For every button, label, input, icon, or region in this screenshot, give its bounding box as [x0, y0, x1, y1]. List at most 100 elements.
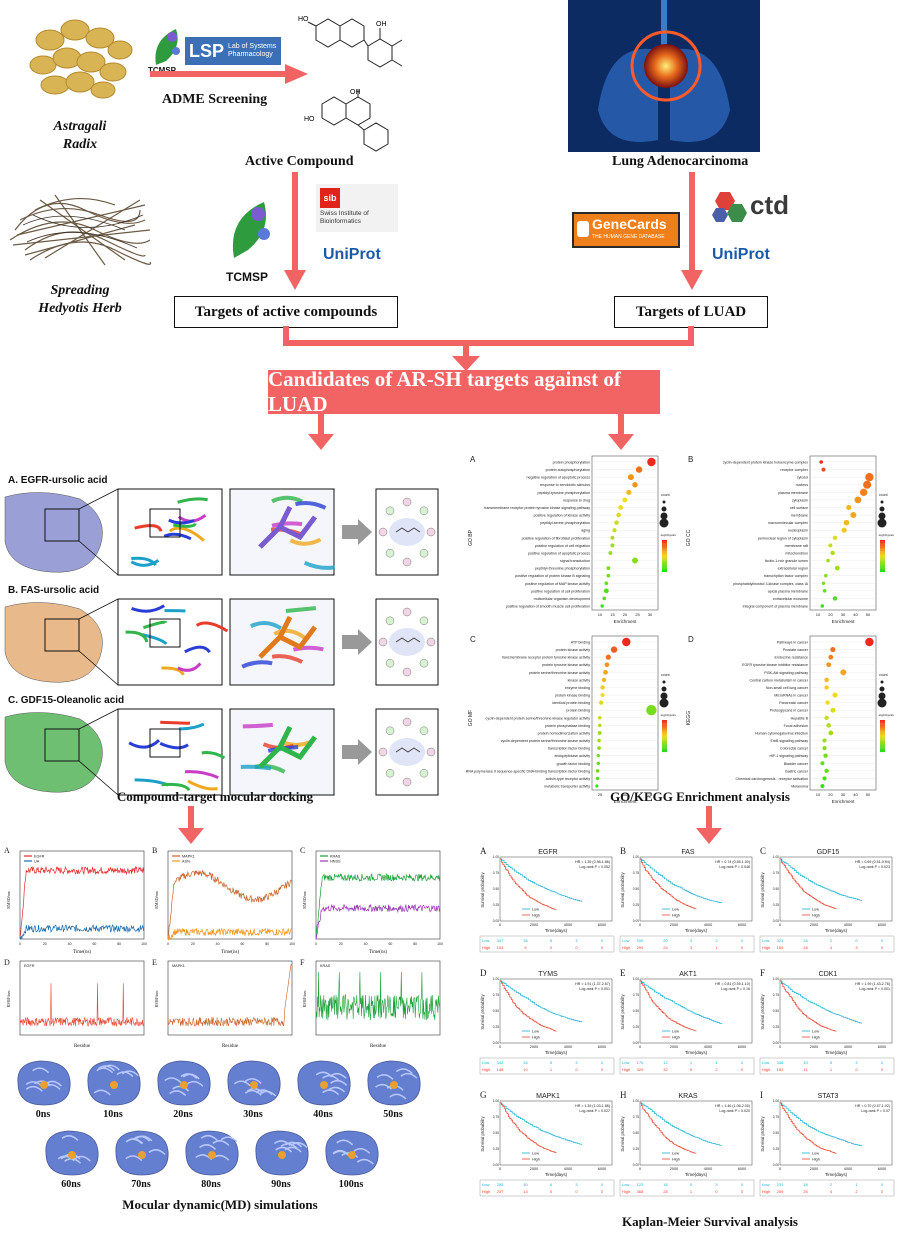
legend-count: count [661, 673, 670, 677]
arrow-active-down [284, 172, 306, 290]
risk-high-value: 320 [637, 1067, 644, 1072]
legend-high-label: High [812, 1158, 820, 1162]
risk-low-value: 0 [881, 938, 884, 943]
risk-high-value: 2 [715, 1067, 718, 1072]
x-tick: 50 [623, 792, 628, 797]
km-gene-title: TYMS [538, 971, 558, 978]
x-tick: 6000 [878, 1045, 886, 1049]
y-tick: 0.25 [493, 1147, 499, 1151]
km-p: Log-rank P = 0.046 [719, 865, 750, 869]
term-label: protein binding [566, 709, 590, 713]
detail-ribbon [271, 495, 303, 504]
legend-color [662, 557, 667, 560]
legend-low-label: Low [672, 1152, 679, 1156]
risk-high-value: 0 [575, 1189, 578, 1194]
legend-color [662, 732, 667, 735]
risk-low-value: 2 [715, 938, 718, 943]
plot-frame [499, 856, 613, 922]
x-label: Enrichment [614, 619, 638, 624]
y-label: Survival probability [480, 994, 485, 1030]
term-label: ErbB signaling pathway [770, 739, 808, 743]
detail-panel [229, 598, 335, 686]
grey-arrow [342, 739, 372, 765]
risk-low-value: 12 [663, 1060, 668, 1065]
legend-color [662, 543, 667, 545]
legend-size-dot [659, 698, 669, 708]
enrichment-dot [824, 768, 829, 774]
risk-high-label: High [622, 945, 630, 950]
legend-color [662, 728, 667, 730]
term-label: nucleoplasm [788, 529, 808, 533]
astragali-label: Astragali Radix [53, 119, 107, 152]
term-label: response to xenobiotic stimulus [540, 483, 590, 487]
legend-label: KRAS [330, 855, 341, 859]
x-tick: 6000 [738, 923, 746, 927]
frame-ligand [320, 1081, 328, 1089]
enrichment-dot [825, 700, 830, 705]
enrichment-dot [635, 466, 643, 473]
enrichment-dot [605, 654, 611, 660]
risk-low-value: 3 [575, 938, 578, 943]
risk-table [619, 1179, 755, 1197]
y-tick: 0.00 [773, 919, 779, 923]
legend-color [880, 549, 885, 552]
detail-ribbon [271, 521, 303, 528]
legend-color [662, 548, 667, 550]
term-label: HIF-1 signaling pathway [769, 754, 808, 758]
y-tick: 0.00 [633, 919, 639, 923]
x-tick: 25 [598, 792, 603, 797]
legend-size-dot [661, 686, 667, 692]
x-label: Time(ns) [221, 950, 239, 955]
hedyotis-label: Spreading Hedyotis Herb [38, 283, 122, 316]
risk-high-label: High [622, 1067, 630, 1072]
enrichment-dot [614, 520, 619, 525]
x-label: Time(days) [685, 928, 708, 933]
ribbon-zoom-box [149, 508, 181, 538]
term-label: enzyme binding [565, 686, 590, 690]
risk-low-value: 30 [523, 1182, 528, 1187]
x-tick: 30 [841, 792, 846, 797]
risk-low-label: Low [762, 1060, 769, 1065]
km-curve-low [500, 1102, 582, 1145]
ribbon-zoom-box [149, 618, 181, 648]
legend-color [880, 567, 885, 569]
enrichment-dot [632, 482, 638, 488]
term-label: cytoplasm [792, 498, 808, 502]
frame-ribbon [148, 1149, 166, 1155]
risk-low-value: 2 [830, 938, 833, 943]
legend-color [662, 559, 667, 561]
panel-letter: B [152, 846, 157, 855]
y-tick: 0.25 [773, 1147, 779, 1151]
risk-low-value: 20 [663, 938, 668, 943]
x-tick: 15 [610, 612, 615, 617]
risk-low-value: 0 [881, 1060, 884, 1065]
risk-high-value: 9 [524, 945, 527, 950]
md-frame-label: 20ns [173, 1109, 193, 1120]
legend-q: -log10(qvalue) [878, 533, 894, 537]
plot-frame [779, 978, 893, 1044]
candidates-banner: Candidates of AR-SH targets against of L… [268, 367, 660, 416]
risk-low-label: Low [482, 1060, 489, 1065]
risk-low-value: 347 [497, 938, 504, 943]
legend-color [662, 731, 667, 733]
risk-table [619, 935, 755, 953]
panel-letter: E [152, 958, 157, 967]
panel-letter: C [470, 635, 476, 644]
residue-node [385, 548, 395, 558]
rmsf-line [167, 964, 292, 1027]
term-label: aging [581, 529, 590, 533]
term-label: Pathways in cancer [777, 641, 809, 645]
lsp-logo: LSP Lab of Systems Pharmacology [185, 37, 281, 65]
term-label: negative regulation of apoptotic process [526, 476, 590, 480]
legend-color [880, 729, 885, 732]
frame-ribbon [233, 1080, 251, 1087]
risk-high-label: High [482, 1189, 490, 1194]
term-label: peptidyl-tyrosine phosphorylation [537, 491, 590, 495]
protein-surface [4, 602, 103, 683]
panel-letter: D [4, 958, 10, 967]
risk-table [759, 935, 895, 953]
